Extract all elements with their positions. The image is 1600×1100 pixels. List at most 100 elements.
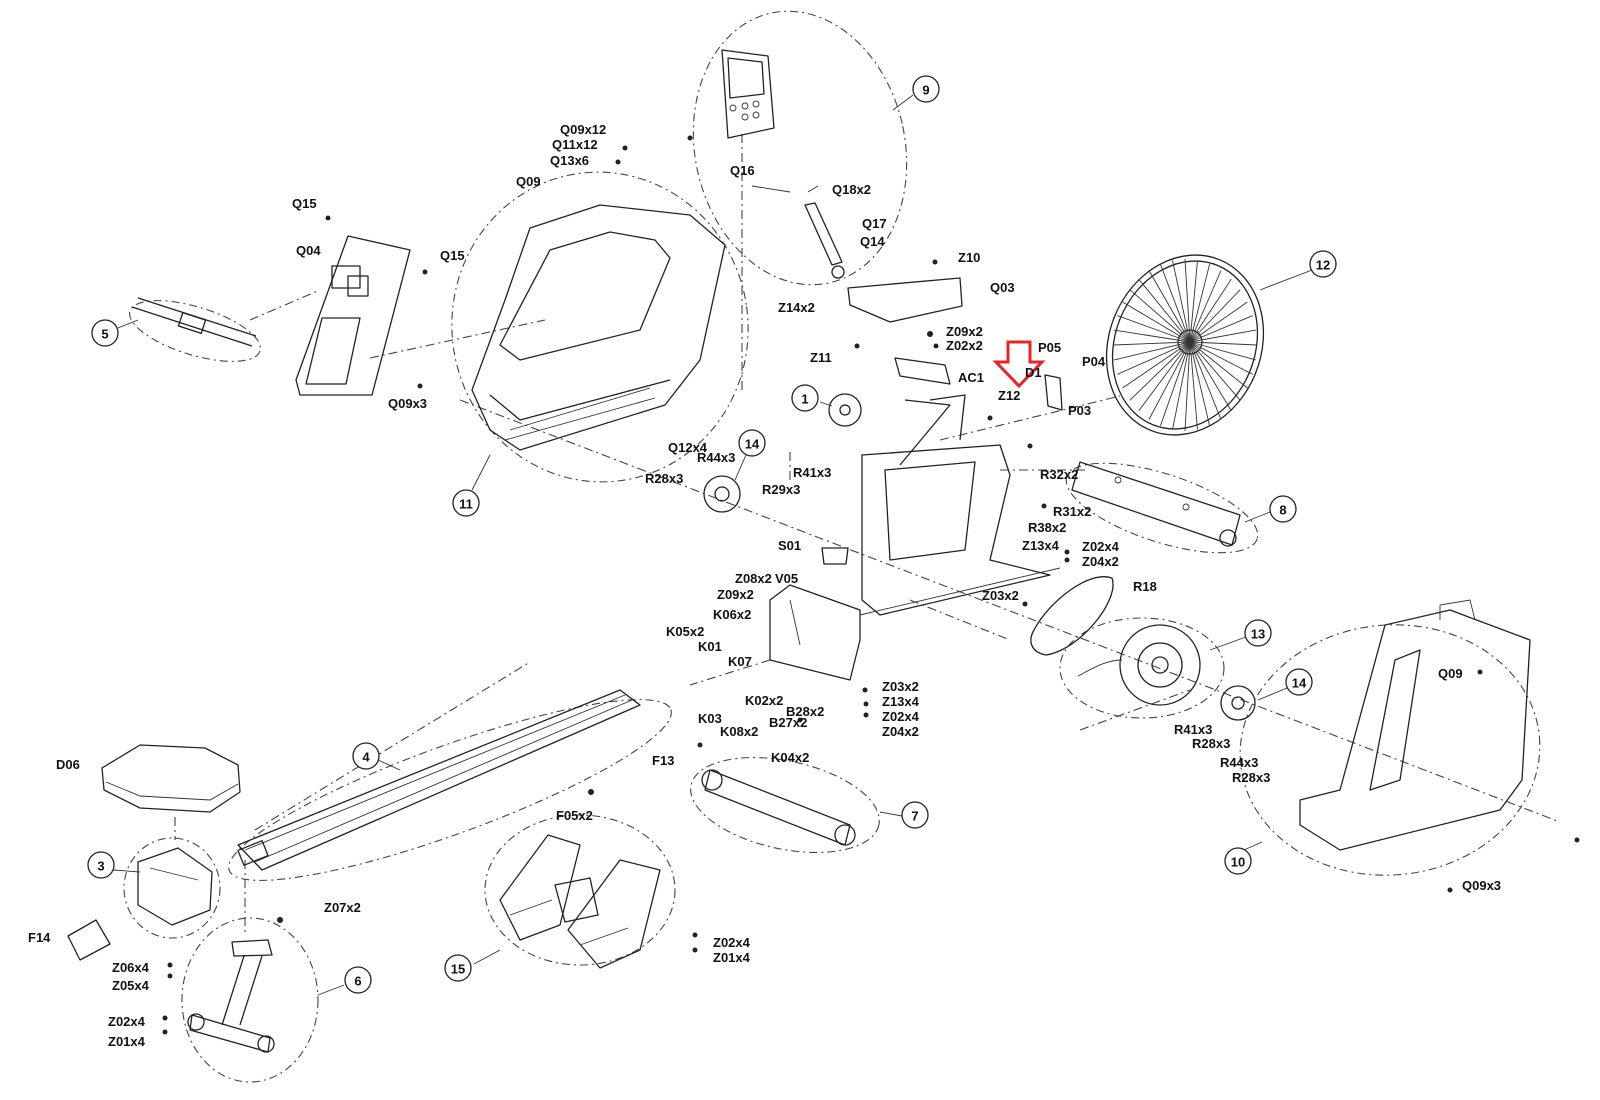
part-label: R31x2 [1053, 504, 1091, 519]
part-label: Q14 [860, 234, 885, 249]
part-label: K07 [728, 654, 752, 669]
callout-circle [352, 742, 380, 770]
part-label: Q03 [990, 280, 1015, 295]
main-frame [769, 394, 1061, 681]
assembly-number: 11 [459, 497, 473, 512]
part-label: K03 [698, 711, 722, 726]
callout-circle [791, 384, 819, 412]
part-label: R44x3 [697, 450, 735, 465]
assembly-number: 6 [354, 974, 361, 989]
group-4-outline [228, 699, 672, 881]
callout-circle [1285, 668, 1313, 696]
right-cover-assembly [1299, 599, 1531, 851]
part-label: F14 [28, 930, 51, 945]
part-label: R38x2 [1028, 520, 1066, 535]
group-3-outline [123, 837, 221, 939]
seat-carriage [137, 847, 213, 926]
part-label: Z08x2 [735, 571, 772, 586]
part-label: Q12x4 [668, 440, 708, 455]
callout-circle [1244, 619, 1272, 647]
flywheel [1105, 254, 1265, 436]
highlighted-part-label: Z12 [998, 388, 1020, 403]
callout-leader [112, 869, 141, 873]
handle-cover-q04 [295, 235, 411, 396]
part-label: P03 [1068, 403, 1091, 418]
front-stabilizer [701, 769, 856, 846]
part-label: Z13x4 [1022, 538, 1060, 553]
part-label: R32x2 [1040, 467, 1078, 482]
part-label: Q18x2 [832, 182, 871, 197]
assembly-number: 8 [1279, 503, 1286, 518]
assembly-number: 1 [801, 392, 808, 407]
callout-circle [912, 75, 940, 103]
part-label: F05x2 [556, 808, 593, 823]
part-label: Z02x4 [1082, 539, 1120, 554]
part-label: K01 [698, 639, 722, 654]
part-label: F13 [652, 753, 674, 768]
callout-leader [1259, 269, 1313, 291]
part-label: B28x2 [786, 704, 824, 719]
callout-leader [473, 949, 501, 965]
group-5-outline [129, 300, 261, 362]
assembly-number: 3 [97, 859, 104, 874]
group-6-outline [181, 917, 319, 1083]
rear-stabilizer-bar [1071, 461, 1241, 547]
assembly-number: 13 [1251, 627, 1265, 642]
part-label: Z09x2 [717, 587, 754, 602]
seat-d06 [101, 744, 241, 813]
part-label: P04 [1082, 354, 1106, 369]
alignment-lines [174, 130, 1561, 935]
part-label: Q11x12 [552, 137, 598, 152]
assembly-number: 7 [911, 809, 918, 824]
assembly-number: 9 [922, 83, 929, 98]
assembly-number: 14 [745, 437, 760, 452]
highlight-down-arrow-icon [992, 340, 1046, 389]
part-label: Z02x4 [882, 709, 920, 724]
part-label: R28x3 [1192, 736, 1230, 751]
callout-circle [91, 319, 119, 347]
part-label: R41x3 [793, 465, 831, 480]
part-label: R41x3 [1174, 722, 1212, 737]
callout-circle [444, 954, 472, 982]
part-label: V05 [775, 571, 798, 586]
part-label: K06x2 [713, 607, 751, 622]
part-label: R18 [1133, 579, 1157, 594]
part-label: Z04x2 [1082, 554, 1119, 569]
part-label: Z02x4 [713, 935, 751, 950]
assembly-number: 5 [101, 327, 108, 342]
callout-leader [819, 401, 833, 407]
part-label: R29x3 [762, 482, 800, 497]
callout-leader [471, 454, 491, 491]
callout-circle [738, 429, 766, 457]
part-label: Q13x6 [550, 153, 589, 168]
belt-r18 [1030, 576, 1114, 656]
assembly-number: 4 [362, 750, 370, 765]
part-label: P05 [1038, 340, 1061, 355]
group-9-outline [692, 10, 908, 286]
part-label: Z03x2 [882, 679, 919, 694]
part-label: Q09x3 [1462, 878, 1501, 893]
part-label: Q15 [440, 248, 465, 263]
group-11-outline [451, 171, 749, 483]
console-assembly [721, 49, 845, 279]
part-label: Z09x2 [946, 324, 983, 339]
assembly-group-outlines [123, 10, 1541, 1083]
part-label: Z13x4 [882, 694, 920, 709]
part-label: R44x3 [1220, 755, 1258, 770]
fastener-dots [162, 135, 1580, 1035]
group-10-outline [1239, 624, 1541, 876]
pulleys [703, 393, 1256, 721]
group-13-outline [1059, 617, 1225, 719]
part-label: B27x2 [769, 715, 807, 730]
part-label: Z06x4 [112, 960, 150, 975]
part-label: D1 [1025, 365, 1042, 380]
group-7-outline [690, 757, 880, 853]
part-label: Q09x12 [560, 122, 606, 137]
part-label: Z01x4 [713, 950, 751, 965]
frame-cover-q03 [847, 277, 1063, 411]
part-label: R28x3 [645, 471, 683, 486]
callout-leader [1209, 636, 1247, 651]
